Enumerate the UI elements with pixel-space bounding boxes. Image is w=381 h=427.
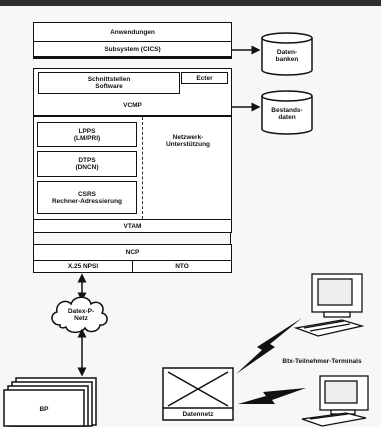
- frame-left-connector: [33, 232, 34, 245]
- switch-box-icon: [162, 367, 234, 421]
- databases-cylinder: [261, 32, 313, 76]
- network-support-label: Netzwerk- Unterstützung: [165, 134, 211, 148]
- host-stack-label: BP: [39, 405, 49, 413]
- terminal-icon: [293, 273, 365, 337]
- datex-network-label: Datex-P- Netz: [67, 308, 95, 322]
- frame-right-connector: [230, 232, 231, 245]
- databases-label: Daten- banken: [275, 49, 299, 63]
- interface-software-box: Schnittstellen Software: [38, 72, 180, 94]
- vcmp-label: VCMP: [123, 101, 142, 109]
- switch-box-label: Datennetz: [182, 410, 214, 418]
- inventory-data-label: Bestands- daten: [271, 107, 303, 121]
- lpps-box: LPPS (LM/PRI): [37, 122, 137, 147]
- datex-network-cloud: [51, 296, 108, 334]
- vtam-layer: VTAM: [33, 219, 232, 233]
- ncp-layer: NCP: [33, 244, 232, 261]
- subsystem-layer: Subsystem (CICS): [33, 41, 232, 59]
- nto-box: NTO: [132, 260, 232, 273]
- x25-npsi-box: X.25 NPSI: [33, 260, 133, 273]
- lightning-bolt-icon: [238, 388, 306, 404]
- scan-border: [0, 0, 381, 6]
- applications-layer: Anwendungen: [33, 22, 232, 42]
- host-stack-icon: [3, 377, 97, 427]
- editor-box: Ecter: [181, 72, 228, 84]
- inventory-data-cylinder: [261, 90, 313, 135]
- terminals-label: Btx-Teilnehmer-Terminals: [282, 357, 362, 365]
- dotted-divider: [142, 117, 143, 219]
- csrs-box: CSRS Rechner-Adressierung: [37, 181, 137, 214]
- terminal-icon: [301, 375, 369, 427]
- lightning-bolt-icon: [236, 318, 302, 374]
- dtps-box: DTPS (DNCN): [37, 151, 137, 177]
